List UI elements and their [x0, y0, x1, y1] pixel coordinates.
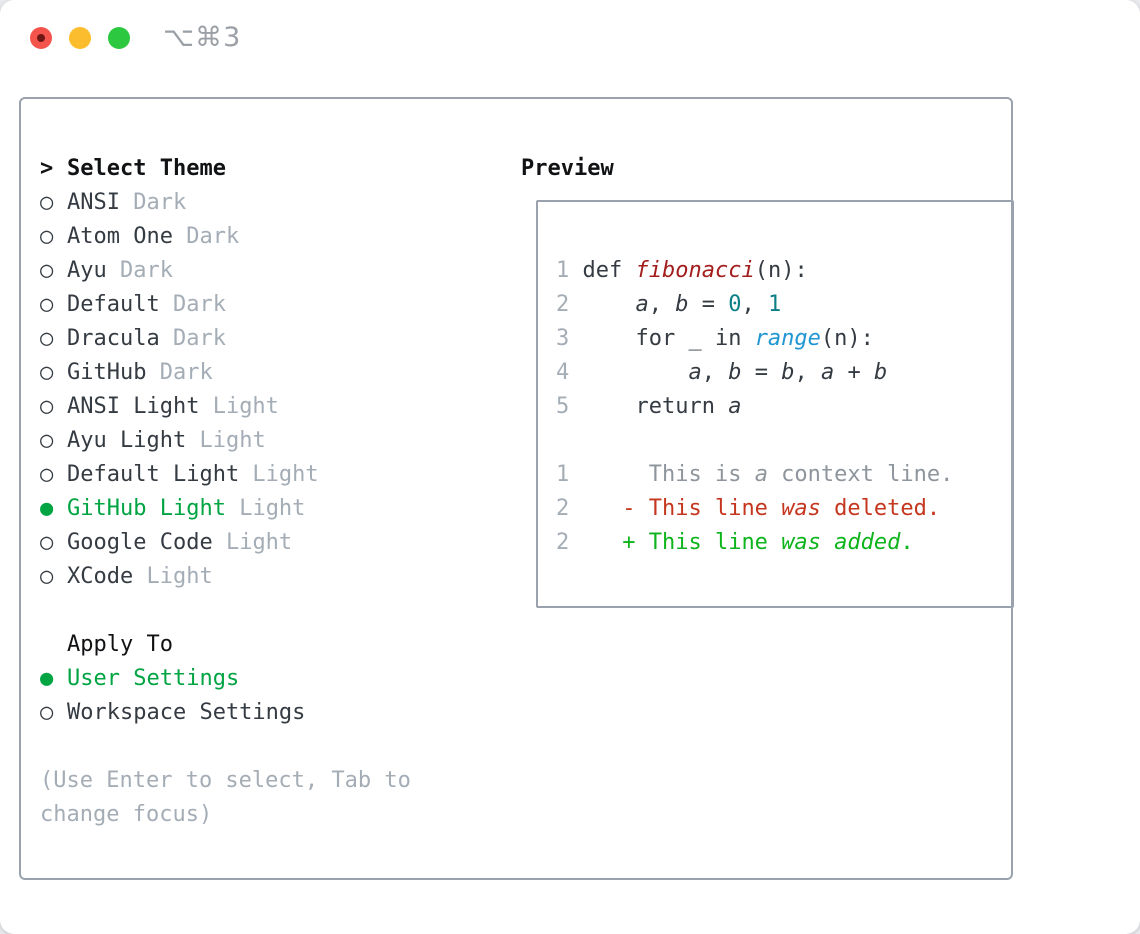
theme-name: Google Code [67, 530, 213, 555]
theme-item[interactable]: ○ ANSI Light Light [40, 390, 488, 424]
theme-item[interactable]: ○ Default Light Light [40, 458, 488, 492]
radio-unselected-icon[interactable]: ○ [40, 428, 54, 453]
apply-to-header: Apply To [40, 628, 488, 662]
theme-variant: Light [225, 496, 306, 521]
radio-unselected-icon[interactable]: ○ [40, 530, 54, 555]
preview-header: Preview [521, 156, 614, 181]
theme-variant: Light [133, 564, 213, 589]
theme-name: XCode [67, 564, 134, 589]
radio-unselected-icon[interactable]: ○ [40, 224, 54, 249]
radio-unselected-icon[interactable]: ○ [40, 462, 54, 487]
close-dot-icon [37, 33, 45, 42]
theme-item[interactable]: ○ GitHub Dark [40, 356, 488, 390]
theme-list: ○ ANSI Dark ○ Atom One Dark ○ Ayu Dark ○ Defaul… [40, 186, 488, 594]
theme-item[interactable]: ○ Google Code Light [40, 526, 488, 560]
close-button[interactable] [30, 26, 52, 49]
theme-item[interactable]: ○ Dracula Dark [40, 322, 488, 356]
apply-to-option[interactable]: ○ Workspace Settings [40, 696, 488, 730]
theme-variant: Dark [106, 258, 173, 283]
theme-item[interactable]: ○ XCode Light [40, 560, 488, 594]
zoom-button[interactable] [108, 26, 130, 49]
code-line: 3 for _ in range(n): [556, 326, 874, 351]
radio-selected-icon[interactable]: ● [40, 666, 54, 691]
select-theme-title: Select Theme [67, 156, 226, 181]
theme-variant: Dark [159, 292, 226, 317]
blank-line [556, 424, 1012, 458]
radio-unselected-icon[interactable]: ○ [40, 326, 54, 351]
theme-variant: Dark [172, 224, 240, 249]
theme-name: Dracula [67, 326, 160, 351]
theme-variant: Dark [146, 360, 213, 385]
theme-variant: Dark [119, 190, 187, 215]
theme-name: ANSI Light [67, 394, 200, 419]
diff-line: 1 This is a context line. [556, 462, 954, 487]
radio-unselected-icon[interactable]: ○ [40, 564, 54, 589]
preview-box: 1 def fibonacci(n): 2 a, b = 0, 1 3 for _ … [536, 200, 1014, 608]
theme-item[interactable]: ○ Atom One Dark [40, 220, 488, 254]
radio-unselected-icon[interactable]: ○ [40, 360, 54, 385]
code-line: 2 a, b = 0, 1 [556, 292, 782, 317]
radio-unselected-icon[interactable]: ○ [40, 292, 54, 317]
apply-to-options: ● User Settings ○ Workspace Settings [40, 662, 488, 730]
radio-unselected-icon[interactable]: ○ [40, 700, 54, 725]
theme-name: Default [67, 292, 160, 317]
keyboard-hint: (Use Enter to select, Tab to change focu… [40, 768, 411, 827]
theme-variant: Light [212, 530, 293, 555]
theme-variant: Dark [159, 326, 226, 351]
code-line: 4 a, b = b, a + b [556, 360, 888, 385]
theme-name: Ayu Light [67, 428, 187, 453]
apply-to-label: User Settings [67, 666, 240, 691]
theme-variant: Light [186, 428, 266, 453]
radio-selected-icon[interactable]: ● [40, 496, 54, 521]
theme-name: Default Light [67, 462, 240, 487]
theme-item[interactable]: ○ Ayu Light Light [40, 424, 488, 458]
theme-item[interactable]: ○ Ayu Dark [40, 254, 488, 288]
apply-to-label: Workspace Settings [67, 700, 306, 725]
theme-item[interactable]: ○ ANSI Dark [40, 186, 488, 220]
theme-name: Ayu [67, 258, 107, 283]
theme-item[interactable]: ● GitHub Light Light [40, 492, 488, 526]
theme-variant: Light [239, 462, 319, 487]
title-bar: ⌥⌘3 [0, 0, 1140, 75]
radio-unselected-icon[interactable]: ○ [40, 190, 54, 215]
minimize-button[interactable] [69, 26, 91, 49]
theme-variant: Light [199, 394, 279, 419]
code-line: 1 def fibonacci(n): [556, 258, 808, 283]
radio-unselected-icon[interactable]: ○ [40, 258, 54, 283]
select-theme-header: > Select Theme [40, 152, 488, 186]
theme-selector-panel: > Select Theme ○ ANSI Dark ○ Atom One Dark ○ A… [19, 97, 1014, 880]
diff-line: 2 - This line was deleted. [556, 496, 941, 521]
theme-name: GitHub [67, 360, 147, 385]
theme-name: GitHub Light [67, 496, 226, 521]
theme-name: ANSI [67, 190, 120, 215]
apply-to-title: Apply To [67, 632, 173, 657]
apply-to-option[interactable]: ● User Settings [40, 662, 488, 696]
theme-picker: > Select Theme ○ ANSI Dark ○ Atom One Dark ○ A… [40, 152, 488, 878]
theme-name: Atom One [67, 224, 173, 249]
theme-item[interactable]: ○ Default Dark [40, 288, 488, 322]
diff-line: 2 + This line was added. [556, 530, 914, 555]
preview-pane: Preview 1 def fibonacci(n): 2 a, b = 0, 1… [495, 152, 1014, 878]
window-title: ⌥⌘3 [163, 22, 242, 53]
cursor-prefix-icon: > [40, 156, 54, 181]
code-line: 5 return a [556, 394, 742, 419]
radio-unselected-icon[interactable]: ○ [40, 394, 54, 419]
